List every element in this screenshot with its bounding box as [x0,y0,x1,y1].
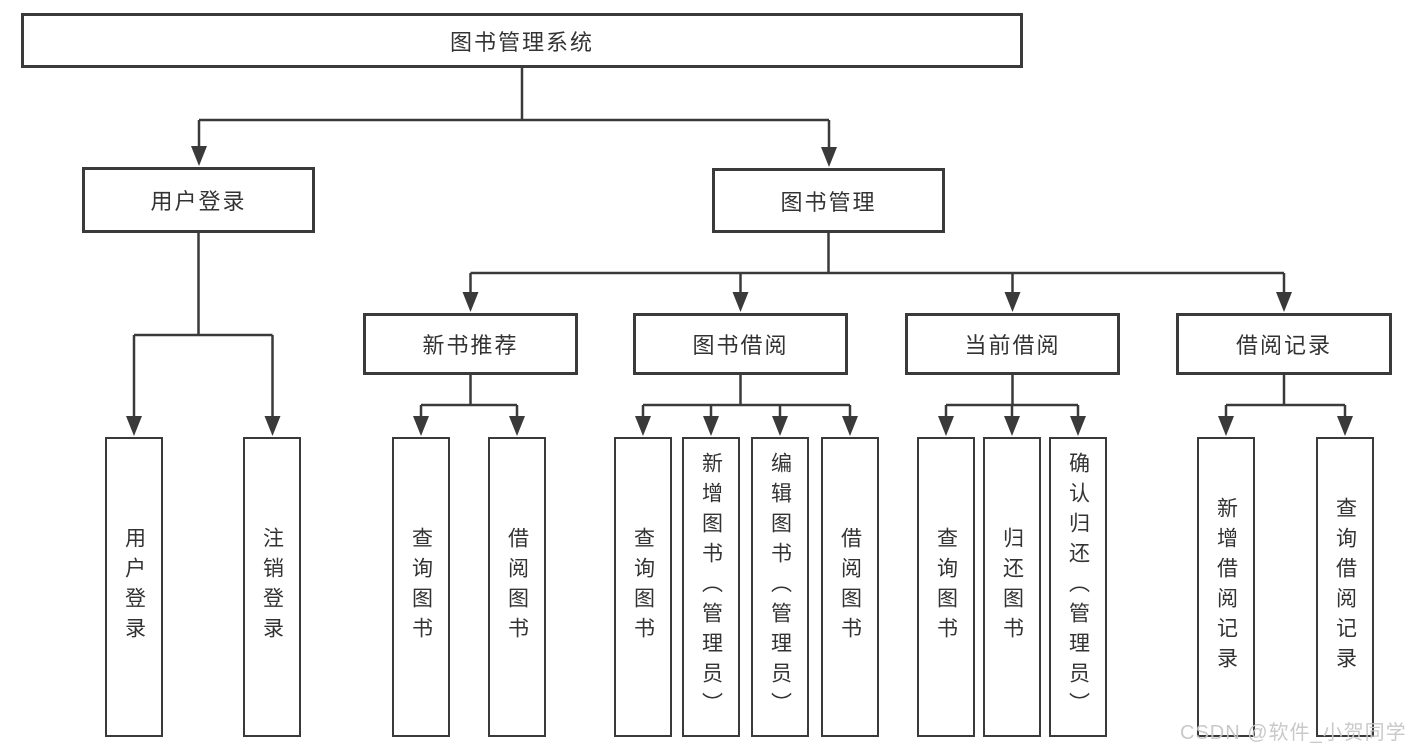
leaf-label: 注销登录 [260,527,284,647]
leaf-label: 编辑图书（管理员） [768,452,792,722]
wire-book-mgmt-children [469,233,1286,294]
node-borrowing-records: 借阅记录 [1176,313,1392,375]
node-user-login: 用户登录 [82,167,315,233]
arrow-down-icon [1337,416,1353,436]
node-new-book-recommendation: 新书推荐 [363,313,578,375]
leaf-add-borrow-record: 新增借阅记录 [1197,437,1255,737]
arrow-down-icon [1004,292,1021,312]
arrow-down-icon [191,146,207,166]
arrow-down-icon [126,416,142,436]
arrow-down-icon [1218,416,1234,436]
leaf-borrow-books: 借阅图书 [821,437,879,737]
leaf-confirm-return-admin: 确认归还（管理员） [1049,437,1107,737]
leaf-query-books-recommend: 查询图书 [392,437,450,737]
arrow-down-icon [732,292,749,312]
leaf-query-books-current: 查询图书 [917,437,975,737]
node-book-management: 图书管理 [712,168,945,233]
arrow-down-icon [1276,292,1292,312]
wire-borrow-record-children [1224,375,1347,418]
leaf-label: 确认归还（管理员） [1066,452,1090,722]
leaf-label: 借阅图书 [838,527,862,647]
arrow-down-icon [703,416,719,436]
arrow-down-icon [821,147,837,167]
arrow-down-icon [1070,416,1086,436]
arrow-down-icon [772,416,788,436]
arrow-down-icon [509,416,525,436]
leaf-label: 查询图书 [631,527,655,647]
leaf-return-books: 归还图书 [983,437,1041,737]
arrow-down-icon [413,416,429,436]
wire-book-borrow-children [641,375,852,418]
arrow-down-icon [635,416,651,436]
csdn-watermark: CSDN @软件_小贺同学 [1180,722,1405,744]
wire-new-book-children [419,375,519,418]
node-book-borrowing: 图书借阅 [633,313,848,375]
node-current-borrowing: 当前借阅 [905,313,1120,375]
wire-current-borrow-children [944,375,1080,418]
leaf-label: 借阅图书 [505,527,529,647]
leaf-label: 用户登录 [122,527,146,647]
leaf-label: 新增图书（管理员） [699,452,723,722]
leaf-borrow-books-recommend: 借阅图书 [488,437,546,737]
arrow-down-icon [842,416,858,436]
leaf-user-login: 用户登录 [105,437,163,737]
wire-root-to-level2 [197,68,831,149]
arrow-down-icon [938,416,954,436]
leaf-label: 查询图书 [934,527,958,647]
leaf-query-borrow-record: 查询借阅记录 [1316,437,1374,737]
leaf-add-books-admin: 新增图书（管理员） [682,437,740,737]
leaf-edit-books-admin: 编辑图书（管理员） [751,437,809,737]
leaf-label: 查询图书 [409,527,433,647]
leaf-label: 查询借阅记录 [1333,497,1357,677]
leaf-logout: 注销登录 [243,437,301,737]
leaf-label: 归还图书 [1000,527,1024,647]
leaf-query-books-borrowing: 查询图书 [614,437,672,737]
node-library-management-system: 图书管理系统 [21,13,1023,68]
arrow-down-icon [1004,416,1020,436]
leaf-label: 新增借阅记录 [1214,497,1238,677]
wire-user-login-children [132,233,274,418]
arrow-down-icon [462,292,479,312]
arrow-down-icon [264,416,281,436]
